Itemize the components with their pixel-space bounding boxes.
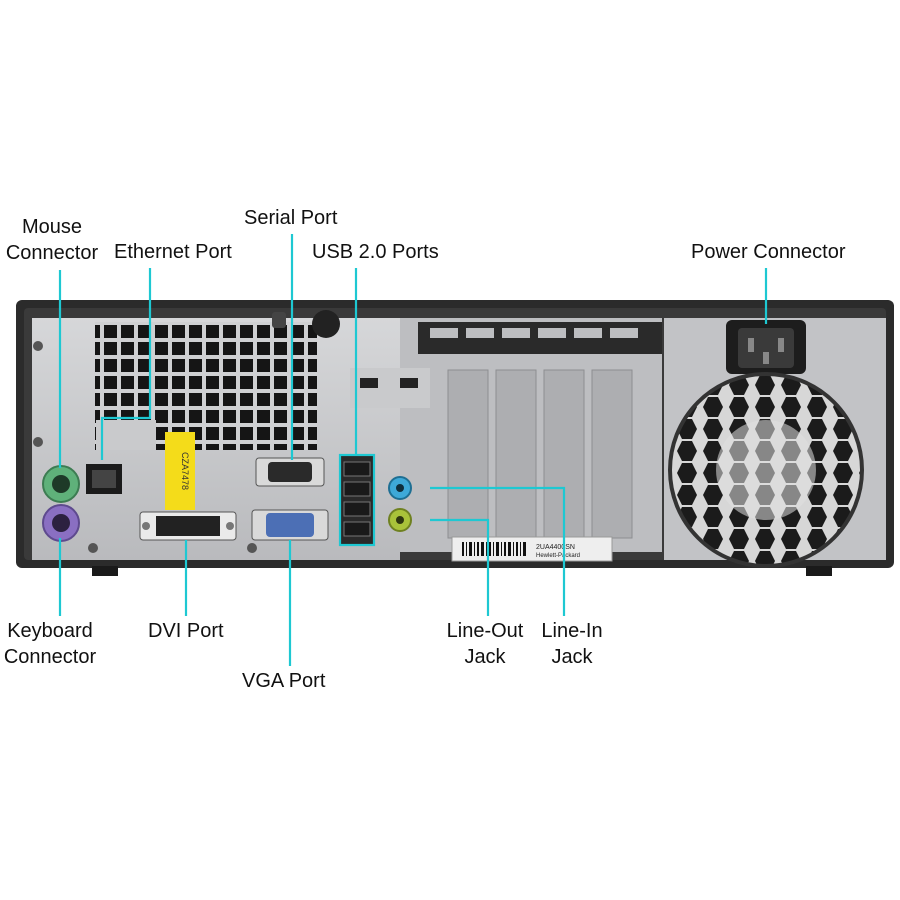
serial-port-label: Serial Port bbox=[244, 207, 338, 229]
barcode-label bbox=[451, 536, 613, 562]
line-in-line1: Line-In bbox=[541, 620, 603, 642]
line-in-jack-label: Line-In Jack bbox=[532, 618, 612, 670]
keyboard-connector-line2: Connector bbox=[3, 646, 97, 668]
yellow-sticker bbox=[165, 432, 195, 510]
ethernet-leader bbox=[100, 268, 152, 460]
usb-ports-label: USB 2.0 Ports bbox=[312, 241, 439, 263]
barcode-text-1: 2UA4400SN bbox=[536, 544, 575, 551]
keyboard-connector-line1: Keyboard bbox=[7, 620, 93, 642]
sticker-text: CZA7478 bbox=[180, 452, 190, 490]
leader-lines bbox=[58, 234, 768, 666]
line-in-line2: Jack bbox=[551, 646, 593, 668]
keyboard-connector-label: Keyboard Connector bbox=[0, 618, 100, 670]
mouse-connector-line1: Mouse bbox=[21, 216, 83, 238]
usb-highlight bbox=[338, 453, 376, 547]
line-out-line2: Jack bbox=[464, 646, 506, 668]
vga-port-label: VGA Port bbox=[242, 670, 326, 692]
usb-port-3 bbox=[343, 501, 371, 517]
line-out-jack-label: Line-Out Jack bbox=[440, 618, 530, 670]
power-connector-label: Power Connector bbox=[691, 241, 846, 263]
line-out-leader bbox=[430, 518, 490, 616]
usb-port-4 bbox=[343, 521, 371, 537]
barcode-text-2: Hewlett-Packard bbox=[536, 553, 580, 559]
usb-port-1 bbox=[343, 461, 371, 477]
line-in-leader bbox=[430, 486, 566, 616]
line-out-line1: Line-Out bbox=[446, 620, 524, 642]
usb-port-2 bbox=[343, 481, 371, 497]
dvi-port-label: DVI Port bbox=[148, 620, 224, 642]
mouse-connector-label: Mouse Connector bbox=[0, 214, 104, 266]
ethernet-port-label: Ethernet Port bbox=[114, 241, 232, 263]
mouse-connector-line2: Connector bbox=[5, 242, 99, 264]
